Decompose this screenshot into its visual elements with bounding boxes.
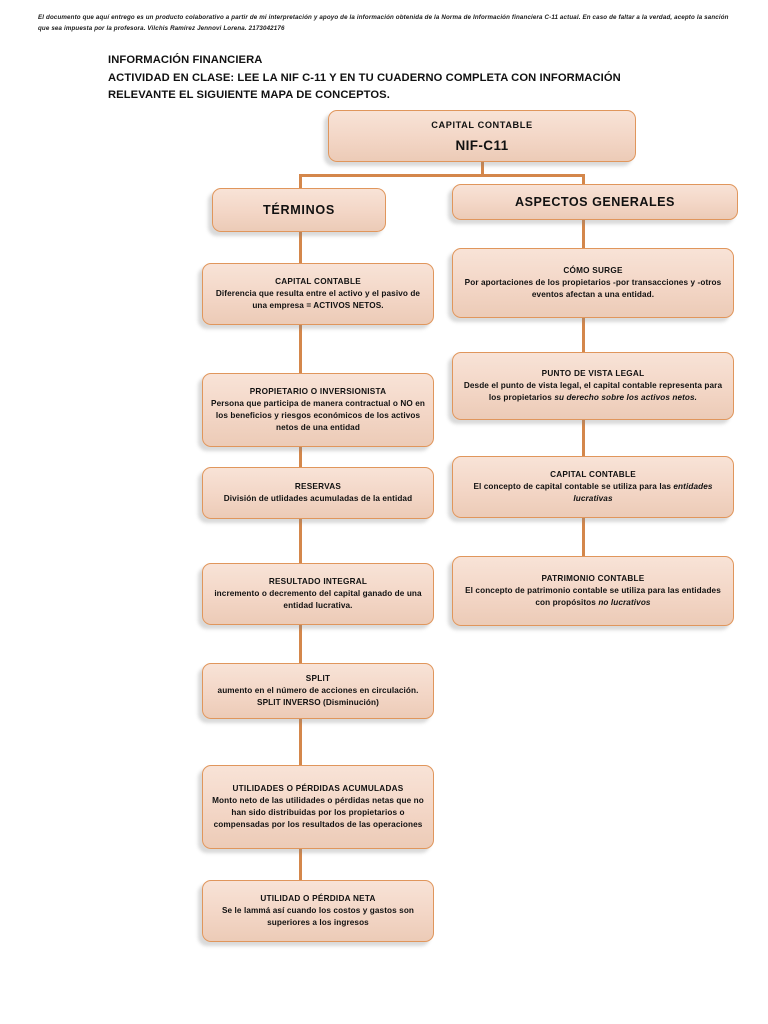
connector-to-terminos	[299, 174, 302, 190]
connector-left-spine-7	[299, 849, 302, 882]
node-branch-terminos-label: TÉRMINOS	[262, 203, 336, 217]
node-header: RESERVAS	[294, 482, 342, 491]
node-branch-aspectos-label: ASPECTOS GENERALES	[515, 195, 675, 209]
node-header: UTILIDAD O PÉRDIDA NETA	[260, 894, 376, 903]
node-branch-aspectos-generales[interactable]: ASPECTOS GENERALES	[452, 184, 738, 220]
node-body-italic: no lucrativos	[598, 598, 651, 607]
connector-left-spine-3	[299, 447, 302, 469]
node-header: PROPIETARIO O INVERSIONISTA	[249, 387, 387, 396]
node-root-title: NIF-C11	[455, 138, 509, 153]
node-body: El concepto de patrimonio contable se ut…	[461, 585, 725, 609]
node-aspectos-patrimonio-contable[interactable]: PATRIMONIO CONTABLE El concepto de patri…	[452, 556, 734, 626]
node-body: Monto neto de las utilidades o pérdidas …	[212, 796, 424, 829]
node-body: División de utlidades acumuladas de la e…	[223, 494, 413, 503]
node-body: Persona que participa de manera contract…	[211, 399, 425, 432]
node-terminos-capital-contable[interactable]: CAPITAL CONTABLE Diferencia que resulta …	[202, 263, 434, 325]
node-terminos-reservas[interactable]: RESERVAS División de utlidades acumulada…	[202, 467, 434, 519]
title-line-1: INFORMACIÓN FINANCIERA	[108, 54, 263, 66]
node-header: CÓMO SURGE	[563, 266, 623, 275]
connector-root-bracket	[299, 174, 584, 177]
node-body-plain: El concepto de patrimonio contable se ut…	[465, 586, 721, 607]
connector-left-spine-5	[299, 625, 302, 665]
node-body: incremento o decremento del capital gana…	[214, 589, 422, 610]
node-header: CAPITAL CONTABLE	[550, 470, 636, 479]
node-aspectos-punto-de-vista-legal[interactable]: PUNTO DE VISTA LEGAL Desde el punto de v…	[452, 352, 734, 420]
connector-right-spine-4	[582, 518, 585, 558]
title-line-3: RELEVANTE EL SIGUIENTE MAPA DE CONCEPTOS…	[108, 89, 390, 101]
node-root-header: CAPITAL CONTABLE	[431, 120, 533, 130]
title-line-2: ACTIVIDAD EN CLASE: LEE LA NIF C-11 Y EN…	[108, 71, 621, 84]
node-header: SPLIT	[305, 674, 331, 683]
node-body: Diferencia que resulta entre el activo y…	[215, 289, 421, 310]
node-body-plain: El concepto de capital contable se utili…	[473, 482, 674, 491]
node-header: PATRIMONIO CONTABLE	[541, 574, 645, 583]
node-root-capital-contable[interactable]: CAPITAL CONTABLE NIF-C11	[328, 110, 636, 162]
connector-left-spine-4	[299, 519, 302, 565]
disclaimer-text: El documento que aquí entrego es un prod…	[38, 14, 729, 32]
node-header: PUNTO DE VISTA LEGAL	[541, 369, 645, 378]
connector-left-spine-1	[299, 232, 302, 265]
connector-root-stem	[481, 162, 484, 176]
connector-left-spine-6	[299, 719, 302, 767]
node-terminos-utilidad-perdida-neta[interactable]: UTILIDAD O PÉRDIDA NETA Se le lammá así …	[202, 880, 434, 942]
node-body-plain: Desde el punto de vista legal, el capita…	[463, 381, 723, 402]
node-terminos-utilidades-perdidas-acumuladas[interactable]: UTILIDADES O PÉRDIDAS ACUMULADAS Monto n…	[202, 765, 434, 849]
node-body: Por aportaciones de los propietarios -po…	[464, 278, 722, 299]
connector-right-spine-2	[582, 318, 585, 354]
node-terminos-split[interactable]: SPLIT aumento en el número de acciones e…	[202, 663, 434, 719]
node-aspectos-capital-contable[interactable]: CAPITAL CONTABLE El concepto de capital …	[452, 456, 734, 518]
connector-right-spine-1	[582, 220, 585, 250]
node-header: RESULTADO INTEGRAL	[268, 577, 368, 586]
node-terminos-resultado-integral[interactable]: RESULTADO INTEGRAL incremento o decremen…	[202, 563, 434, 625]
connector-right-spine-3	[582, 420, 585, 458]
node-body: Se le lammá así cuando los costos y gast…	[221, 906, 415, 927]
node-aspectos-como-surge[interactable]: CÓMO SURGE Por aportaciones de los propi…	[452, 248, 734, 318]
connector-to-aspectos	[582, 174, 585, 186]
node-terminos-propietario-inversionista[interactable]: PROPIETARIO O INVERSIONISTA Persona que …	[202, 373, 434, 447]
node-header: CAPITAL CONTABLE	[275, 277, 361, 286]
node-body: Desde el punto de vista legal, el capita…	[461, 380, 725, 404]
page-title: INFORMACIÓN FINANCIERA ACTIVIDAD EN CLAS…	[108, 52, 668, 105]
node-header: UTILIDADES O PÉRDIDAS ACUMULADAS	[232, 784, 404, 793]
node-body-italic: entidades lucrativas	[573, 482, 713, 503]
node-body-italic: su derecho sobre los activos netos.	[554, 393, 698, 402]
node-body: El concepto de capital contable se utili…	[461, 481, 725, 505]
connector-left-spine-2	[299, 325, 302, 375]
node-body: aumento en el número de acciones en circ…	[217, 686, 419, 707]
node-branch-terminos[interactable]: TÉRMINOS	[212, 188, 386, 232]
